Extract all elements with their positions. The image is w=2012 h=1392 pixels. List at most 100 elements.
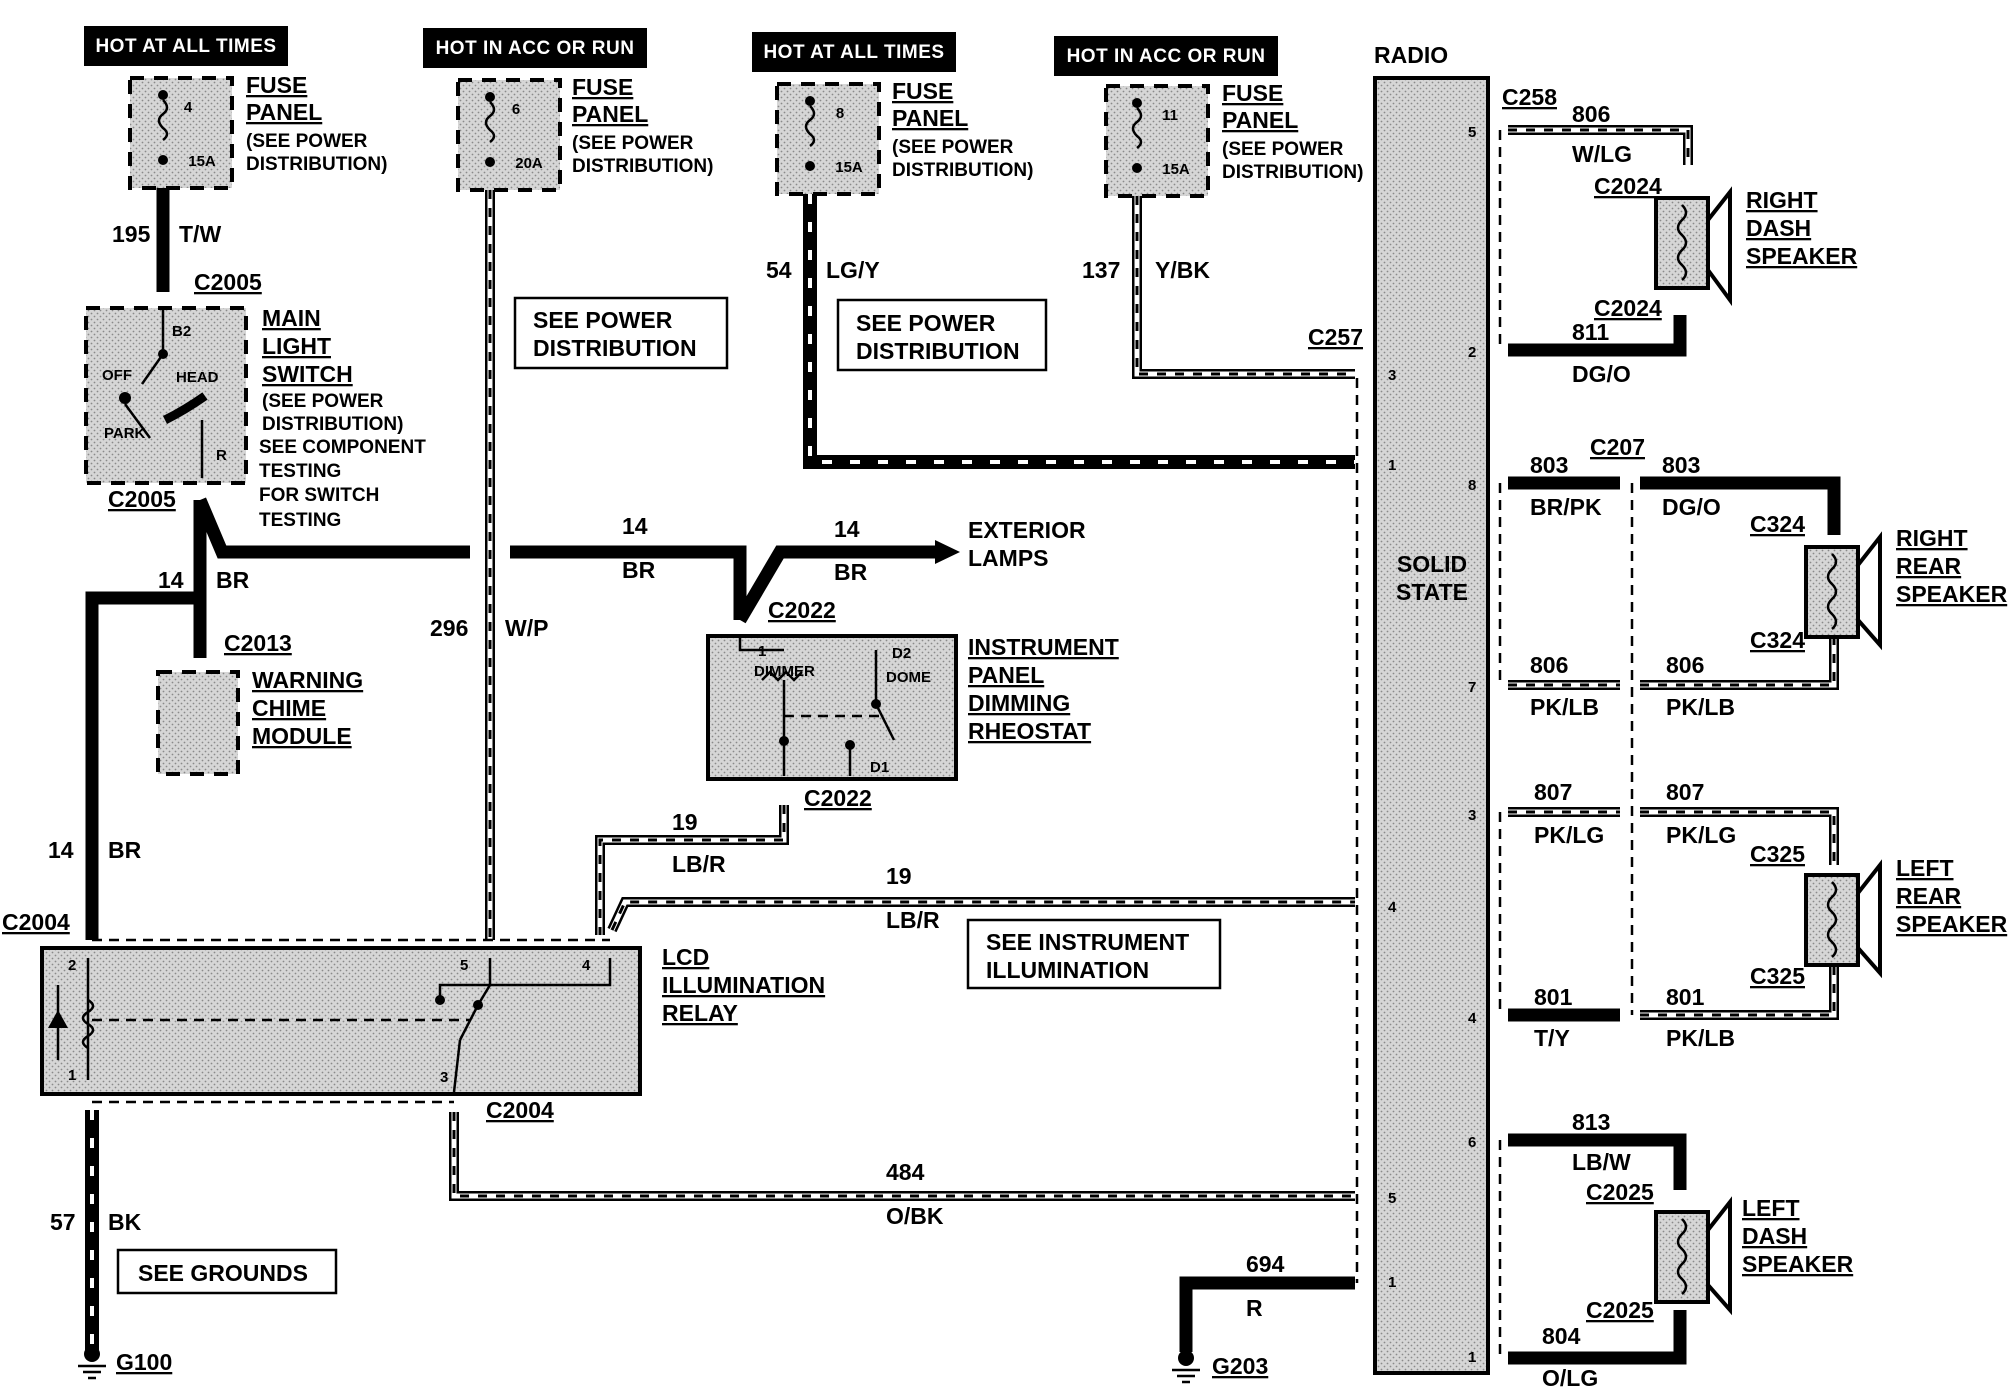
ground-g203: G203 xyxy=(1172,1350,1268,1384)
svg-text:DG/O: DG/O xyxy=(1572,361,1631,387)
svg-text:WARNING: WARNING xyxy=(252,667,363,693)
right-dash-speaker: C2024 C2024 C258 RIGHT DASH SPEAKER xyxy=(1502,84,1858,321)
exterior-lamps-label: EXTERIOR LAMPS xyxy=(968,517,1086,571)
note-see-power-distribution-1: SEE POWER DISTRIBUTION xyxy=(513,296,729,370)
svg-text:MODULE: MODULE xyxy=(252,723,352,749)
svg-text:C2025: C2025 xyxy=(1586,1297,1654,1323)
svg-text:SPEAKER: SPEAKER xyxy=(1746,243,1858,269)
svg-text:EXTERIOR: EXTERIOR xyxy=(968,517,1086,543)
svg-text:C2013: C2013 xyxy=(224,630,292,656)
svg-text:TESTING: TESTING xyxy=(259,461,341,482)
shield-line-relay xyxy=(92,938,610,1104)
svg-text:801: 801 xyxy=(1534,984,1573,1010)
svg-text:C2004: C2004 xyxy=(2,909,70,935)
svg-text:C325: C325 xyxy=(1750,841,1805,867)
note-see-grounds: SEE GROUNDS xyxy=(116,1248,338,1295)
svg-text:RELAY: RELAY xyxy=(662,1000,738,1026)
main-light-switch-label: MAIN LIGHT SWITCH (SEE POWER DISTRIBUTIO… xyxy=(259,305,426,531)
svg-text:DISTRIBUTION): DISTRIBUTION) xyxy=(572,156,713,177)
svg-text:C325: C325 xyxy=(1750,963,1805,989)
svg-text:SWITCH: SWITCH xyxy=(262,361,353,387)
svg-text:3: 3 xyxy=(440,1069,448,1086)
fuse-panel-label-3: FUSE PANEL (SEE POWER DISTRIBUTION) xyxy=(892,78,1033,181)
svg-text:D2: D2 xyxy=(892,645,911,662)
svg-text:3: 3 xyxy=(1468,807,1476,824)
svg-text:8: 8 xyxy=(836,105,844,122)
svg-text:LEFT: LEFT xyxy=(1896,855,1954,881)
svg-text:B2: B2 xyxy=(172,323,191,340)
svg-text:REAR: REAR xyxy=(1896,883,1962,909)
svg-text:PK/LG: PK/LG xyxy=(1666,822,1736,848)
svg-text:W/P: W/P xyxy=(505,615,548,641)
wire-811-dg-o: 811 DG/O xyxy=(1508,315,1687,387)
wire-296: 296 W/P xyxy=(430,190,548,940)
svg-text:BK: BK xyxy=(108,1209,142,1235)
svg-text:(SEE POWER: (SEE POWER xyxy=(246,131,368,152)
wire-137: 137 Y/BK C257 xyxy=(1082,196,1363,379)
svg-text:DISTRIBUTION): DISTRIBUTION) xyxy=(246,154,387,175)
ground-g100: G100 xyxy=(78,1346,172,1380)
note-see-power-distribution-2: SEE POWER DISTRIBUTION xyxy=(836,298,1048,372)
wire-806-w-lg: 806 W/LG xyxy=(1508,101,1693,167)
wire-803-dg-o: 803 DG/O C207 xyxy=(1590,434,1841,535)
dimming-rheostat-label: INSTRUMENT PANEL DIMMING RHEOSTAT C2022 … xyxy=(768,597,1119,811)
svg-text:C324: C324 xyxy=(1750,627,1805,653)
svg-text:C2024: C2024 xyxy=(1594,173,1662,199)
svg-text:RIGHT: RIGHT xyxy=(1746,187,1818,213)
shield-lines-rear xyxy=(1498,483,1634,1015)
svg-text:BR/PK: BR/PK xyxy=(1530,494,1602,520)
fuse-panel-label-4: FUSE PANEL (SEE POWER DISTRIBUTION) xyxy=(1222,80,1363,183)
svg-text:LAMPS: LAMPS xyxy=(968,545,1049,571)
svg-text:6: 6 xyxy=(1468,1134,1476,1151)
fuse-11: 11 15A xyxy=(1104,84,1210,198)
svg-text:LEFT: LEFT xyxy=(1742,1195,1800,1221)
svg-text:PANEL: PANEL xyxy=(1222,107,1298,133)
svg-text:C2025: C2025 xyxy=(1586,1179,1654,1205)
main-light-switch: B2 OFF HEAD PARK R xyxy=(84,306,248,485)
svg-text:LB/W: LB/W xyxy=(1572,1149,1631,1175)
lcd-illumination-relay: 2 1 5 4 3 xyxy=(40,946,642,1096)
svg-text:C207: C207 xyxy=(1590,434,1645,460)
svg-text:1: 1 xyxy=(1388,1274,1396,1291)
svg-text:807: 807 xyxy=(1666,779,1704,805)
svg-text:803: 803 xyxy=(1530,452,1568,478)
svg-text:SEE COMPONENT: SEE COMPONENT xyxy=(259,437,426,458)
svg-text:484: 484 xyxy=(886,1159,925,1185)
svg-text:R: R xyxy=(1246,1295,1263,1321)
fuse-6: 6 20A xyxy=(456,78,562,192)
svg-text:137: 137 xyxy=(1082,257,1120,283)
svg-text:4: 4 xyxy=(1468,1010,1477,1027)
svg-text:C324: C324 xyxy=(1750,511,1805,537)
svg-text:DG/O: DG/O xyxy=(1662,494,1721,520)
header-hot-at-all-times-2: HOT AT ALL TIMES xyxy=(752,32,956,72)
svg-text:C258: C258 xyxy=(1502,84,1557,110)
fuse-panel-label-1: FUSE PANEL (SEE POWER DISTRIBUTION) xyxy=(246,72,387,175)
wire-57: 57 BK xyxy=(50,1110,142,1350)
svg-text:DASH: DASH xyxy=(1746,215,1811,241)
svg-text:19: 19 xyxy=(672,809,698,835)
fuse-panel-label-2: FUSE PANEL (SEE POWER DISTRIBUTION) xyxy=(572,74,713,177)
svg-text:STATE: STATE xyxy=(1396,579,1468,605)
svg-text:Y/BK: Y/BK xyxy=(1155,257,1210,283)
svg-text:PK/LB: PK/LB xyxy=(1530,694,1599,720)
svg-text:LG/Y: LG/Y xyxy=(826,257,880,283)
svg-text:C257: C257 xyxy=(1308,324,1363,350)
svg-text:HOT IN ACC OR RUN: HOT IN ACC OR RUN xyxy=(436,38,635,59)
svg-text:G203: G203 xyxy=(1212,1353,1268,1379)
svg-text:C2022: C2022 xyxy=(768,597,836,623)
svg-text:C2005: C2005 xyxy=(194,269,262,295)
svg-text:DISTRIBUTION): DISTRIBUTION) xyxy=(262,414,403,435)
wire-807-pk-lg-2: 807 PK/LG xyxy=(1640,779,1839,865)
svg-text:PK/LG: PK/LG xyxy=(1534,822,1604,848)
svg-text:SPEAKER: SPEAKER xyxy=(1896,911,2008,937)
header-hot-at-all-times-1: HOT AT ALL TIMES xyxy=(84,26,288,66)
svg-text:FUSE: FUSE xyxy=(1222,80,1283,106)
svg-text:1: 1 xyxy=(68,1067,76,1084)
svg-text:(SEE POWER: (SEE POWER xyxy=(892,137,1014,158)
svg-text:PANEL: PANEL xyxy=(572,101,648,127)
svg-text:813: 813 xyxy=(1572,1109,1610,1135)
svg-text:54: 54 xyxy=(766,257,792,283)
svg-text:PK/LB: PK/LB xyxy=(1666,1025,1735,1051)
wire-801-t-y: 801 T/Y xyxy=(1508,984,1620,1051)
svg-text:8: 8 xyxy=(1468,477,1476,494)
